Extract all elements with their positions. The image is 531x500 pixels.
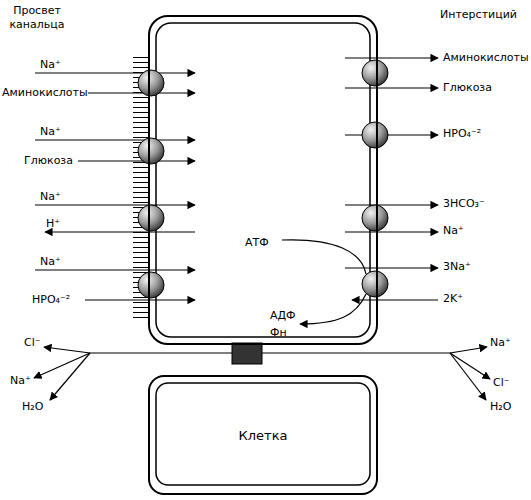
flux-arrow	[352, 299, 438, 300]
transporter-symbol	[138, 70, 164, 96]
atp-line	[282, 240, 366, 274]
ion-label: Na⁺	[40, 125, 61, 139]
ion-label: Na⁺	[443, 224, 464, 238]
transporter-symbol	[138, 205, 164, 231]
ion-label: Cl⁻	[493, 376, 510, 390]
flux-arrow	[50, 353, 90, 400]
flux-arrow	[345, 231, 438, 232]
apical-arrows	[35, 73, 195, 300]
flux-arrow	[45, 231, 195, 232]
cell-label: Клетка	[150, 427, 376, 444]
transporter-symbol	[362, 271, 388, 297]
flux-arrow	[35, 72, 195, 73]
flux-arrow	[345, 87, 438, 88]
flux-arrow	[450, 353, 490, 379]
flux-arrow	[85, 299, 195, 300]
ion-label: H⁺	[46, 217, 60, 231]
cell-box: Клетка	[148, 375, 378, 495]
adp-arrow	[300, 294, 366, 324]
basolateral-arrows	[345, 58, 438, 300]
transporters	[138, 60, 388, 298]
ion-label: 3Na⁺	[443, 260, 471, 274]
flux-arrow	[44, 347, 90, 353]
ion-label: 3HCO₃⁻	[443, 197, 485, 211]
transporter-symbol	[138, 272, 164, 298]
inner-membrane	[156, 23, 370, 337]
ion-label: Глюкоза	[24, 154, 73, 168]
transporter-symbol	[362, 122, 388, 148]
flux-arrow	[34, 353, 90, 378]
ion-label: Na⁺	[40, 190, 61, 204]
transporter-symbol	[138, 138, 164, 164]
ion-label: HPO₄⁻²	[32, 293, 70, 307]
flux-arrow	[450, 353, 486, 400]
cell-label: АТФ	[245, 234, 269, 251]
ion-label: Аминокислоты	[443, 51, 529, 65]
flux-arrow	[345, 57, 438, 58]
ion-label: H₂O	[22, 400, 43, 414]
ion-label: Глюкоза	[443, 81, 492, 95]
flux-arrow	[450, 347, 487, 353]
flux-arrow	[345, 204, 438, 205]
region-label: Интерстиций	[440, 8, 517, 22]
ion-label: Na⁺	[40, 58, 61, 72]
ion-label: Na⁺	[40, 255, 61, 269]
ion-label: Na⁺	[10, 374, 31, 388]
flux-arrow	[345, 267, 438, 268]
flux-arrow	[78, 160, 195, 161]
ion-label: Na⁺	[490, 336, 511, 350]
flux-arrow	[35, 139, 195, 140]
ion-label: H₂O	[490, 400, 511, 414]
transporter-symbol	[362, 205, 388, 231]
ion-label: Аминокислоты	[2, 86, 88, 100]
cell-label: АДФ Фн	[270, 307, 304, 341]
flux-arrow	[35, 204, 195, 205]
junction-line	[90, 352, 450, 353]
ion-label: Cl⁻	[24, 336, 41, 350]
ion-label: 2K⁺	[443, 292, 463, 306]
tight-junction	[232, 343, 262, 364]
ion-label: HPO₄⁻²	[443, 127, 481, 141]
cell-box: АТФ АДФ Фн	[148, 15, 378, 345]
transporter-symbol	[362, 60, 388, 86]
flux-arrow	[35, 269, 195, 270]
region-label: Просвет канальца	[4, 4, 70, 32]
flux-arrow	[345, 134, 438, 135]
